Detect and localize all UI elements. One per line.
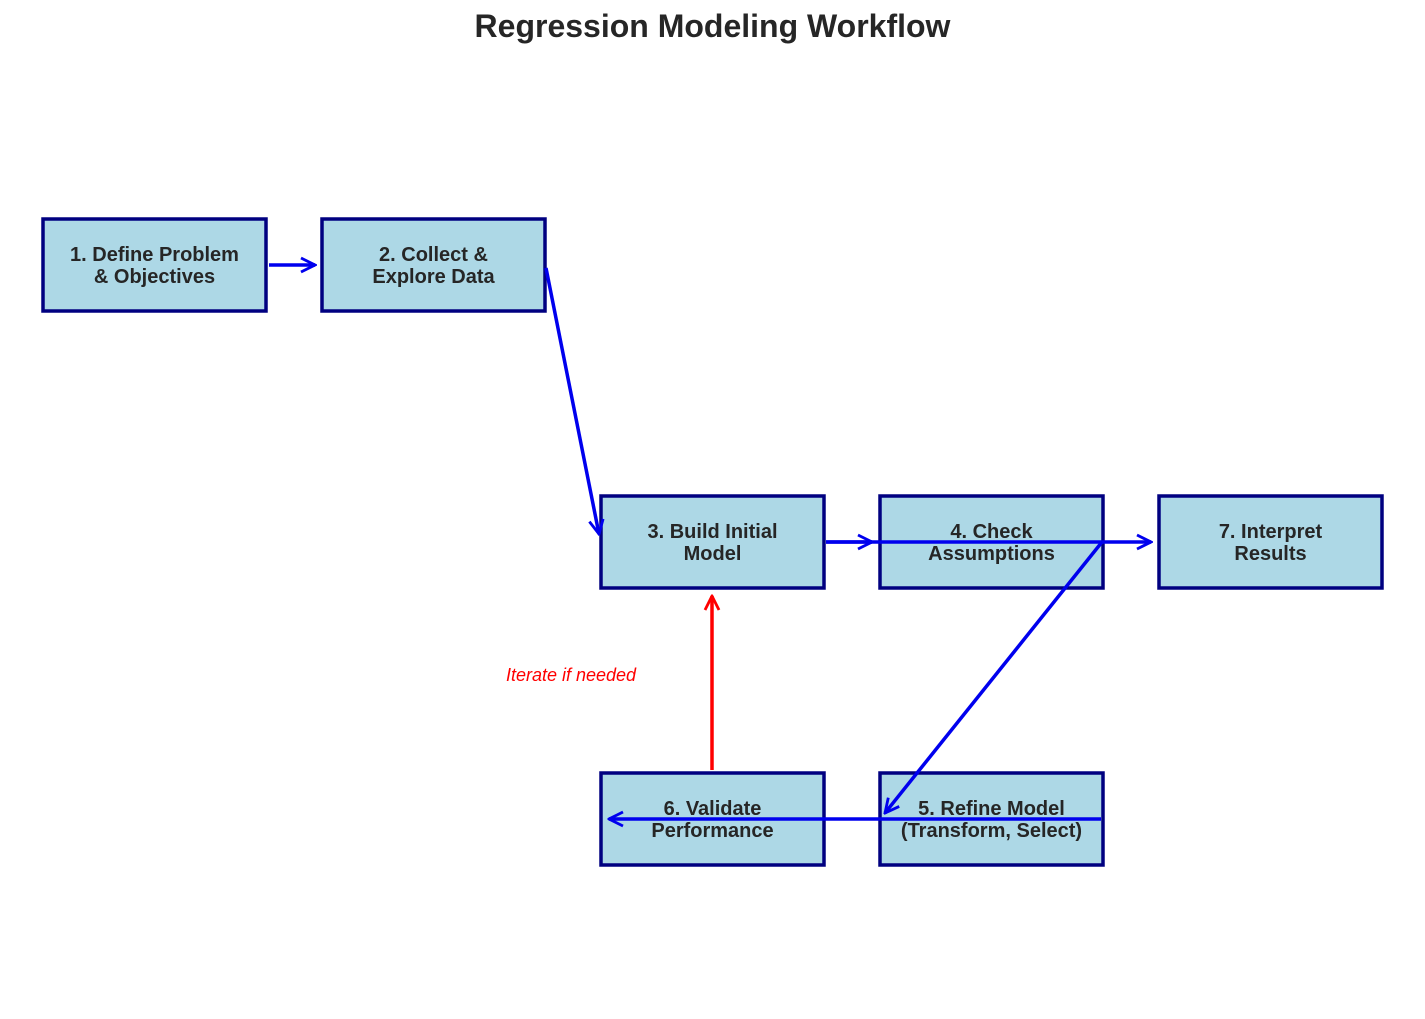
node-label-line: 5. Refine Model bbox=[918, 798, 1065, 820]
node-label-line: 6. Validate bbox=[664, 798, 762, 820]
node-step-1: 1. Define Problem& Objectives bbox=[41, 217, 268, 313]
node-label-line: Model bbox=[684, 543, 742, 565]
nodes-layer: 1. Define Problem& Objectives 2. Collect … bbox=[41, 217, 1384, 867]
node-box bbox=[41, 217, 268, 313]
node-label: 5. Refine Model(Transform, Select) bbox=[901, 798, 1082, 842]
node-label-line: 3. Build Initial bbox=[647, 521, 777, 543]
node-label-line: 2. Collect & bbox=[379, 244, 488, 266]
edges-layer bbox=[269, 265, 1151, 819]
node-box bbox=[320, 217, 547, 313]
iterate-note: Iterate if needed bbox=[506, 665, 637, 685]
node-step-5: 5. Refine Model(Transform, Select) bbox=[878, 771, 1105, 867]
node-label-line: (Transform, Select) bbox=[901, 820, 1082, 842]
arrow-n2-to-n3 bbox=[544, 267, 599, 534]
node-label: 1. Define Problem& Objectives bbox=[70, 244, 239, 288]
node-label-line: 1. Define Problem bbox=[70, 244, 239, 266]
node-label-line: Performance bbox=[651, 820, 773, 842]
node-box bbox=[1157, 494, 1384, 590]
node-label-line: Results bbox=[1234, 543, 1306, 565]
arrow-n4-to-n5 bbox=[885, 540, 1104, 813]
diagram-title: Regression Modeling Workflow bbox=[474, 8, 951, 44]
node-box bbox=[599, 494, 826, 590]
node-step-2: 2. Collect &Explore Data bbox=[320, 217, 547, 313]
node-label-line: 7. Interpret bbox=[1219, 521, 1323, 543]
node-label: 2. Collect &Explore Data bbox=[372, 244, 495, 288]
node-label-line: Explore Data bbox=[372, 266, 495, 288]
node-label-line: & Objectives bbox=[94, 266, 215, 288]
node-label-line: 4. Check bbox=[950, 521, 1033, 543]
node-label-line: Assumptions bbox=[928, 543, 1055, 565]
